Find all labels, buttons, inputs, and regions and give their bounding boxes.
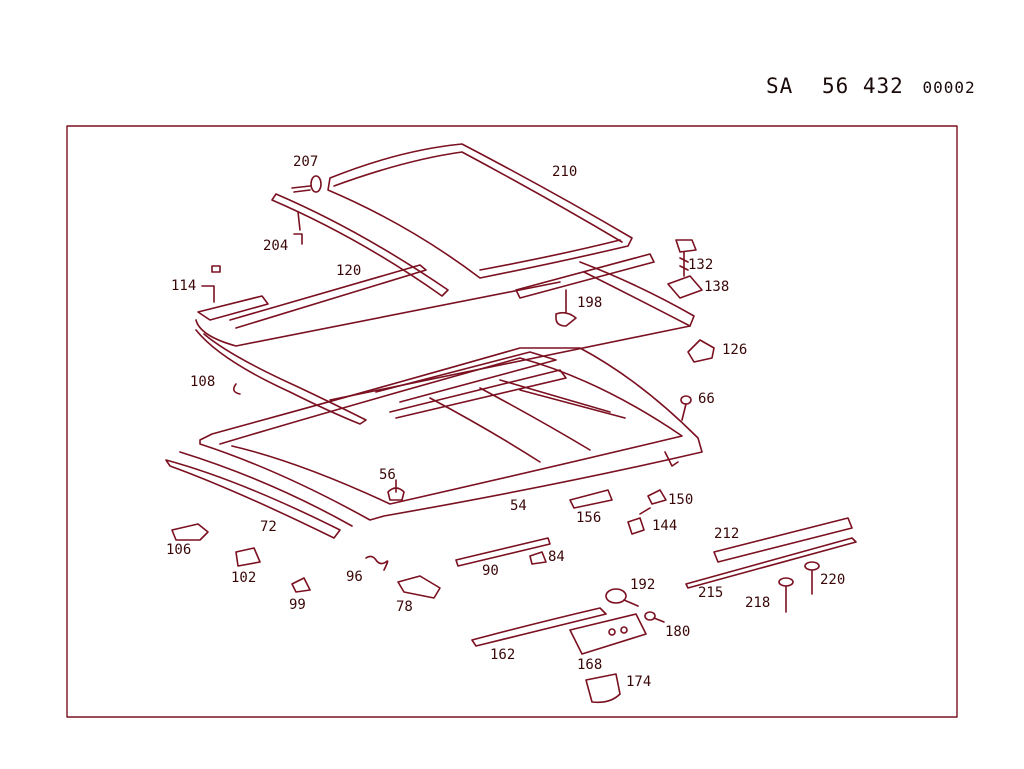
callout-174: 174 (626, 674, 651, 690)
callout-56: 56 (379, 467, 396, 483)
part-102-clip (235, 547, 261, 567)
part-218-screw (778, 577, 794, 613)
callout-126: 126 (722, 342, 747, 358)
callout-120: 120 (336, 263, 361, 279)
part-180-screw (644, 611, 665, 623)
part-wind-deflector-strip (515, 253, 655, 299)
callout-114: 114 (171, 278, 196, 294)
part-198-clip (555, 289, 577, 327)
part-156-guide (569, 489, 613, 509)
callout-144: 144 (652, 518, 677, 534)
callout-207: 207 (293, 154, 318, 170)
part-72-trim (165, 451, 353, 539)
part-90-cable (455, 537, 551, 567)
part-78-bracket (397, 575, 441, 599)
part-138-nut (667, 275, 703, 299)
part-66-pin (680, 395, 692, 421)
callout-210: 210 (552, 164, 577, 180)
part-96-spring (365, 555, 389, 571)
callout-180: 180 (665, 624, 690, 640)
callout-99: 99 (289, 597, 306, 613)
callout-106: 106 (166, 542, 191, 558)
part-99-clip (291, 577, 311, 593)
part-84-clip (529, 551, 547, 565)
part-192-bolt (605, 588, 639, 607)
part-56-screw (387, 479, 405, 501)
part-106-clip (171, 523, 209, 541)
callout-108: 108 (190, 374, 215, 390)
part-204-seal (271, 193, 449, 297)
part-220-screw (804, 561, 820, 595)
drawing-prefix: SA (766, 74, 794, 98)
part-54-roof-frame (199, 347, 703, 521)
callout-102: 102 (231, 570, 256, 586)
callout-132: 132 (688, 257, 713, 273)
part-212-rail (713, 517, 853, 563)
callout-212: 212 (714, 526, 739, 542)
drawing-number: SA 56 432 00002 (766, 74, 976, 98)
callout-218: 218 (745, 595, 770, 611)
diagram-border (66, 125, 958, 718)
callout-150: 150 (668, 492, 693, 508)
callout-66: 66 (698, 391, 715, 407)
drawing-main-number: 56 432 (821, 74, 904, 98)
callout-192: 192 (630, 577, 655, 593)
callout-90: 90 (482, 563, 499, 579)
callout-204: 204 (263, 238, 288, 254)
callout-162: 162 (490, 647, 515, 663)
part-126-bracket (687, 339, 715, 363)
part-120-rail-frame (195, 261, 695, 425)
callout-84: 84 (548, 549, 565, 565)
callout-96: 96 (346, 569, 363, 585)
callout-54: 54 (510, 498, 527, 514)
callout-78: 78 (396, 599, 413, 615)
part-162-trim (471, 607, 607, 647)
part-174-cover (585, 673, 621, 704)
part-207-screw (291, 175, 322, 193)
callout-168: 168 (577, 657, 602, 673)
part-150-nut (647, 489, 667, 505)
callout-215: 215 (698, 585, 723, 601)
callout-72: 72 (260, 519, 277, 535)
callout-138: 138 (704, 279, 729, 295)
callout-220: 220 (820, 572, 845, 588)
part-168-housing (569, 613, 647, 655)
callout-156: 156 (576, 510, 601, 526)
part-132-bolt (675, 239, 697, 277)
drawing-sub-code: 00002 (922, 78, 976, 97)
part-215-rail (685, 537, 857, 589)
part-144-bolt (627, 507, 651, 535)
part-210-sunroof-panel (327, 143, 633, 279)
callout-198: 198 (577, 295, 602, 311)
